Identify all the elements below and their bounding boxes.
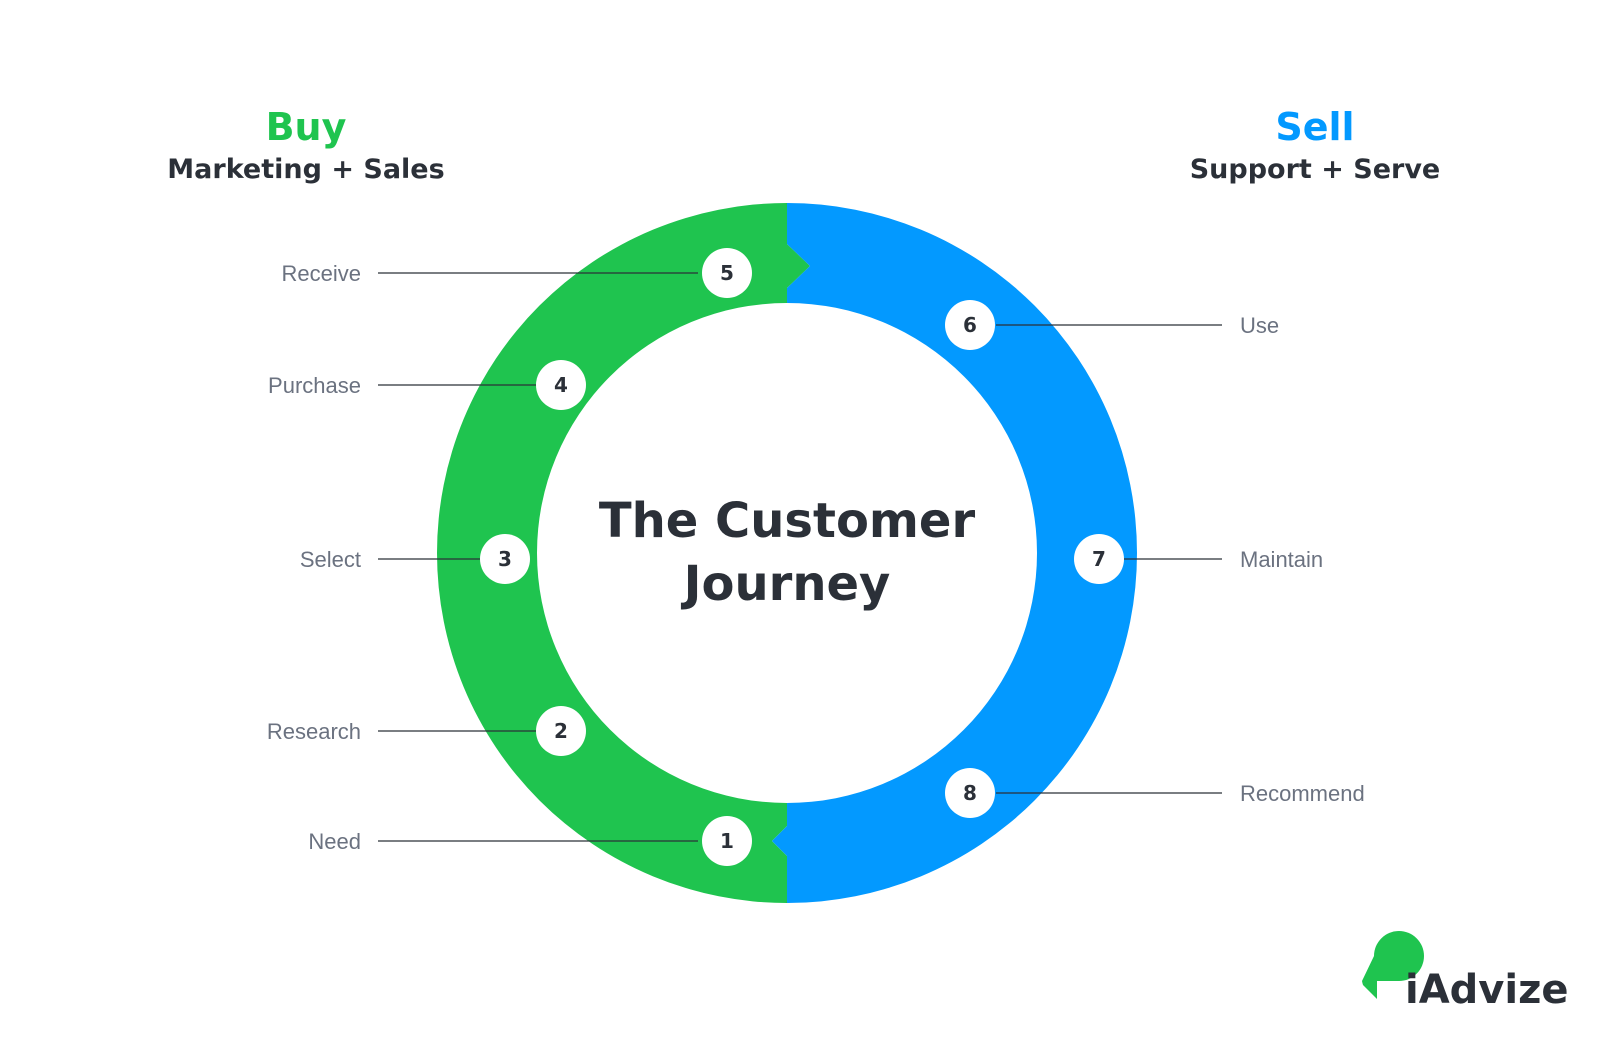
step-2: Research 2	[267, 706, 586, 756]
buy-heading: Buy Marketing + Sales	[96, 104, 516, 190]
sell-ring-segment	[772, 203, 1137, 903]
step-8-number: 8	[963, 781, 977, 805]
step-3-label: Select	[300, 547, 361, 572]
speech-bubble-icon	[1362, 931, 1424, 999]
step-2-label: Research	[267, 719, 361, 744]
buy-subtitle: Marketing + Sales	[167, 154, 445, 185]
buy-title: Buy	[265, 105, 347, 149]
step-7-label: Maintain	[1240, 547, 1323, 572]
step-3-marker	[480, 534, 530, 584]
step-5-marker	[702, 248, 752, 298]
step-1-marker	[702, 816, 752, 866]
step-1-label: Need	[308, 829, 361, 854]
step-4-number: 4	[554, 373, 568, 397]
step-5-number: 5	[720, 261, 734, 285]
step-5-label: Receive	[282, 261, 361, 286]
step-7: Maintain 7	[1074, 534, 1323, 584]
sell-subtitle: Support + Serve	[1189, 154, 1441, 185]
step-3: Select 3	[300, 534, 530, 584]
center-title-line2: Journey	[681, 556, 891, 612]
step-6-number: 6	[963, 313, 977, 337]
step-2-marker	[536, 706, 586, 756]
step-5: Receive 5	[282, 248, 752, 298]
step-3-number: 3	[498, 547, 512, 571]
step-4-marker	[536, 360, 586, 410]
buy-ring-segment	[437, 203, 810, 903]
center-title-line1: The Customer	[599, 493, 976, 549]
step-4: Purchase 4	[268, 360, 586, 410]
step-8-marker	[945, 768, 995, 818]
step-4-label: Purchase	[268, 373, 361, 398]
step-7-number: 7	[1092, 547, 1106, 571]
step-1-number: 1	[720, 829, 734, 853]
step-6: Use 6	[945, 300, 1279, 350]
iadvize-logo: iAdvize	[1362, 931, 1569, 1013]
step-6-marker	[945, 300, 995, 350]
logo-text: iAdvize	[1405, 967, 1569, 1013]
sell-title: Sell	[1275, 105, 1355, 149]
step-1: Need 1	[308, 816, 752, 866]
step-6-label: Use	[1240, 313, 1279, 338]
step-8: Recommend 8	[945, 768, 1365, 818]
center-circle	[538, 304, 1036, 802]
sell-heading: Sell Support + Serve	[1105, 104, 1525, 190]
journey-ring	[437, 203, 1137, 903]
step-7-marker	[1074, 534, 1124, 584]
step-8-label: Recommend	[1240, 781, 1365, 806]
step-2-number: 2	[554, 719, 568, 743]
